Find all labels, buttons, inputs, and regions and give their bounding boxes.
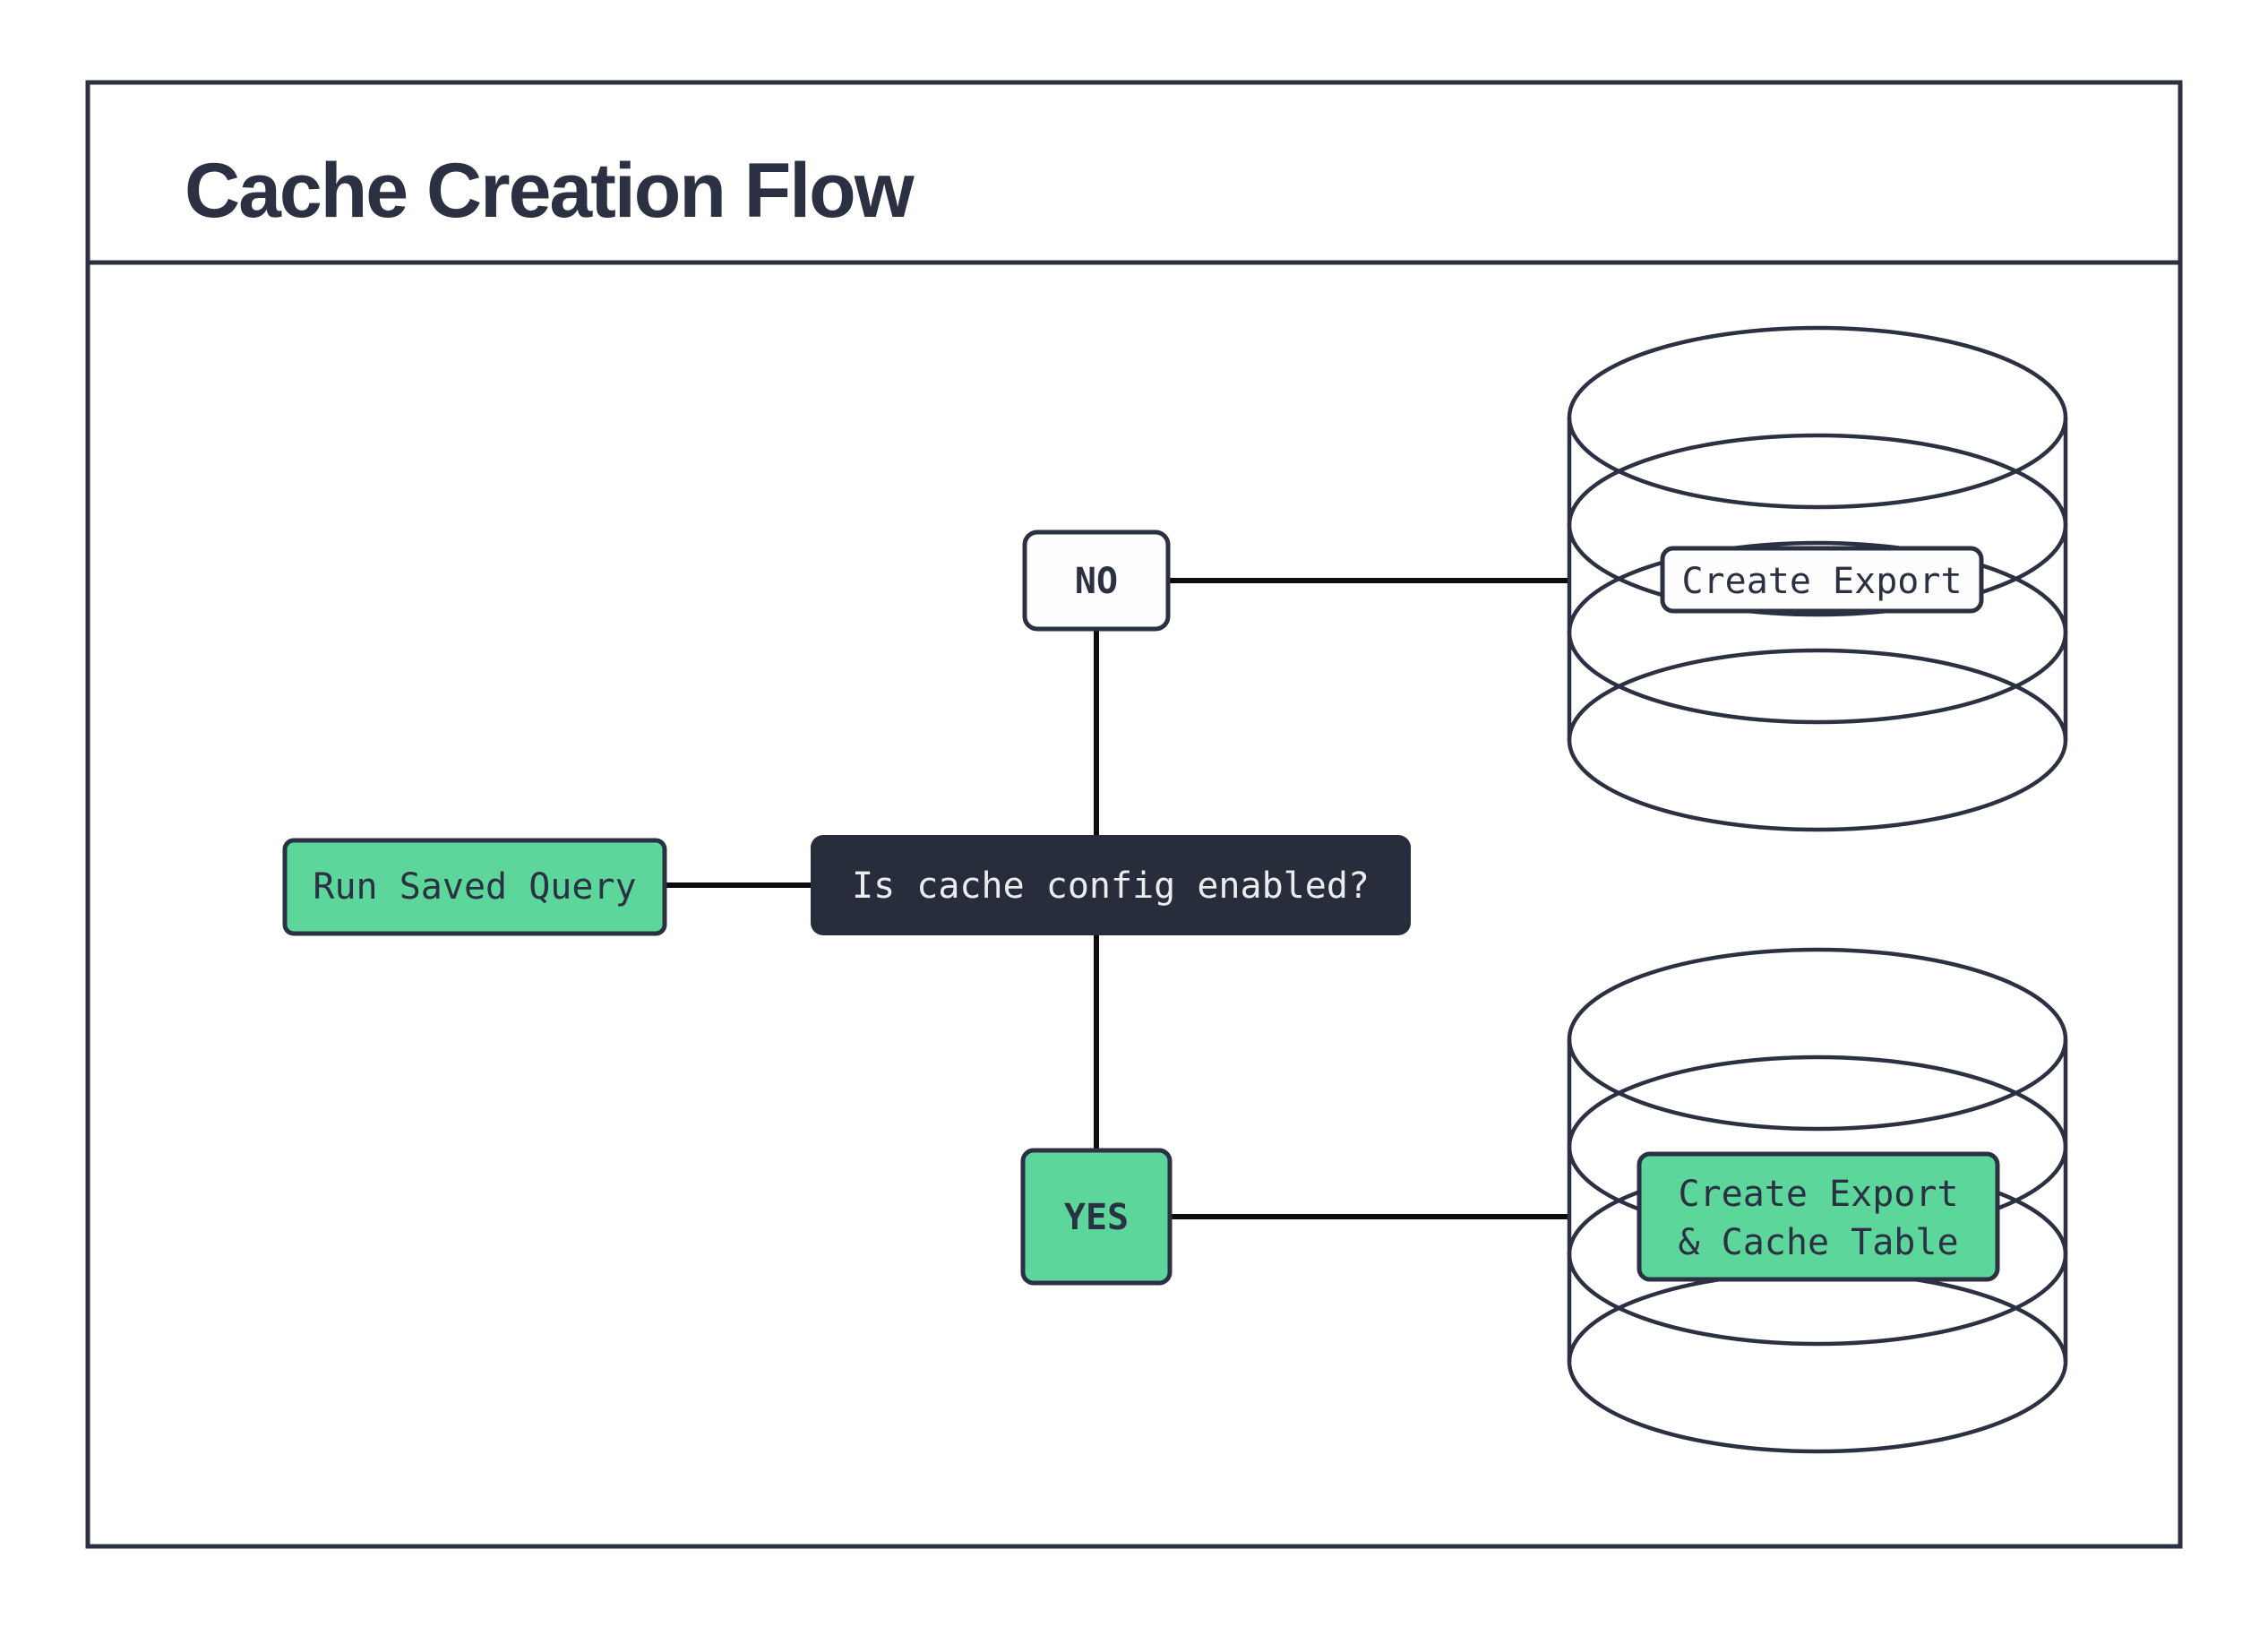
create-export-cache-label-line1: Create Export [1678, 1174, 1958, 1215]
run-saved-query-label: Run Saved Query [313, 866, 636, 908]
diagram-frame [85, 80, 2183, 1549]
node-yes: YES [1020, 1148, 1173, 1286]
cylinder-disk [1567, 433, 2068, 617]
database-cylinder-yes: Create Export & Cache Table [1567, 947, 2068, 1454]
no-box [1022, 529, 1171, 632]
yes-box [1020, 1148, 1173, 1286]
create-export-label-box [1660, 546, 1984, 614]
decision-box [811, 835, 1411, 935]
run-saved-query-box [282, 838, 667, 936]
cylinder-disk [1567, 947, 2068, 1132]
node-decision: Is cache config enabled? [811, 835, 1411, 935]
node-no: NO [1022, 529, 1171, 632]
cylinder-disk [1567, 648, 2068, 832]
no-label: NO [1075, 561, 1118, 602]
yes-label: YES [1064, 1197, 1129, 1238]
create-export-label: Create Export [1681, 561, 1962, 602]
page-title: Cache Creation Flow [185, 148, 915, 234]
cylinder-disk [1567, 325, 2068, 510]
decision-label: Is cache config enabled? [852, 865, 1370, 907]
create-export-cache-label-box [1637, 1151, 2000, 1282]
create-export-cache-label-line2: & Cache Table [1678, 1222, 1958, 1263]
cylinder-disk [1567, 540, 2068, 725]
node-run-saved-query: Run Saved Query [282, 838, 667, 936]
database-cylinder-no: Create Export [1567, 325, 2068, 832]
